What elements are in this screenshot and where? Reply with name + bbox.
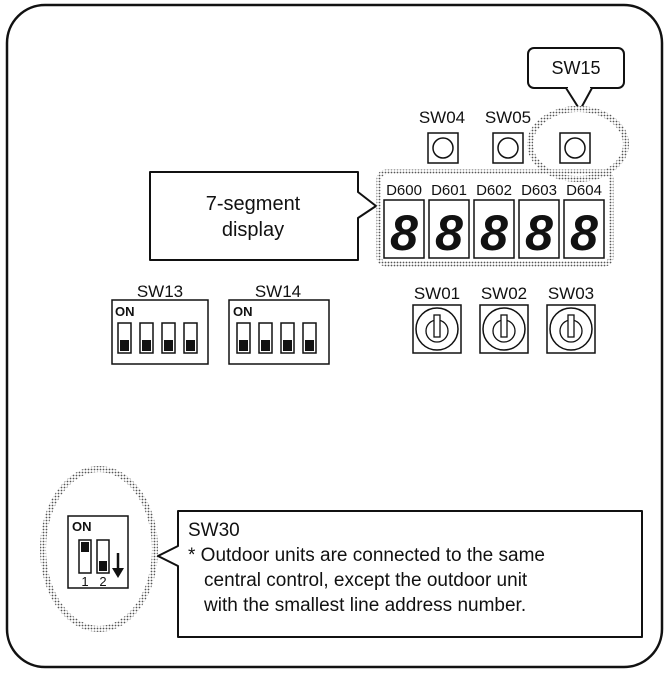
dip-switch-sw30: ON 1 2 [67,515,129,589]
digit-d601: D601 8 [428,182,470,261]
digit-d602: D602 8 [473,182,515,261]
digit-frame [518,199,560,259]
digit-frame [383,199,425,259]
digit-glyph: 8 [435,205,463,261]
digit-d604: D604 8 [563,182,605,261]
digit-d600: D600 8 [383,182,425,261]
push-switch-sw04: SW04 [419,108,465,164]
dip-knob-4 [305,340,314,351]
rotary-switch-sw02: SW02 [479,284,529,354]
rotary-switches: SW01 SW02 SW03 [412,284,596,354]
seven-segment-label-line1: 7-segment [206,193,301,215]
seven-segment-callout-box [149,171,377,261]
push-switch-sw15 [559,132,591,164]
push-switch-sw05: SW05 [485,108,531,164]
rotary-switch-sw01: SW01 [412,284,462,354]
dip-knob-2 [261,340,270,351]
dip-knob-4 [186,340,195,351]
rotary-pointer-icon [433,314,441,338]
sw30-callout: SW30 * Outdoor units are connected to th… [188,518,545,618]
sw30-note-line2: central control, except the outdoor unit [204,570,528,591]
digit-label: D602 [476,182,512,199]
dip-knob-1 [120,340,129,351]
sw30-title: SW30 [188,520,240,541]
dip-levers [117,322,198,354]
seven-segment-highlight [376,169,614,267]
digit-frame [428,199,470,259]
dip-switch-sw13: SW13 ON [111,282,209,365]
sw13-label: SW13 [137,282,183,301]
seven-segment-label-line2: display [222,219,284,241]
digit-glyph: 8 [570,205,598,261]
position-2-label: 2 [99,574,106,589]
position-1-label: 1 [81,574,88,589]
on-label: ON [72,519,92,534]
rotary-label: SW02 [481,284,527,303]
sw15-label: SW15 [551,58,600,78]
sw30-note-line1: * Outdoor units are connected to the sam… [188,545,545,566]
sw30-highlight [40,466,158,632]
sw15-highlight [527,106,629,182]
digit-frame [563,199,605,259]
sw15-callout: SW15 [527,47,625,112]
seven-segment-callout: 7-segment display [149,171,377,261]
digit-frame [473,199,515,259]
digit-glyph: 8 [390,205,418,261]
rotary-switch-sw03: SW03 [546,284,596,354]
dip-knob-1 [239,340,248,351]
sw04-label: SW04 [419,108,465,127]
sw05-label: SW05 [485,108,531,127]
button-cap-icon [564,137,586,159]
digit-label: D603 [521,182,557,199]
on-label: ON [115,304,135,319]
seven-segment-display: D600 8 D601 8 D602 8 D603 8 D604 8 [383,182,605,261]
on-label: ON [233,304,253,319]
rotary-label: SW01 [414,284,460,303]
button-cap-icon [432,137,454,159]
dip-levers [236,322,317,354]
rotary-label: SW03 [548,284,594,303]
dip-knob-3 [283,340,292,351]
digit-glyph: 8 [525,205,553,261]
digit-label: D601 [431,182,467,199]
rotary-pointer-icon [500,314,508,338]
dip-switch-sw14: SW14 ON [228,282,330,365]
digit-d603: D603 8 [518,182,560,261]
dip-knob-2 [99,561,107,571]
dip-knob-2 [142,340,151,351]
digit-label: D600 [386,182,422,199]
button-cap-icon [497,137,519,159]
digit-glyph: 8 [480,205,508,261]
sw30-callout-box [157,510,643,638]
digit-label: D604 [566,182,602,199]
rotary-pointer-icon [567,314,575,338]
sw30-note-line3: with the smallest line address number. [204,595,527,616]
dip-knob-1 [81,542,89,552]
arrow-down-icon [112,553,124,578]
dip-knob-3 [164,340,173,351]
sw14-label: SW14 [255,282,301,301]
